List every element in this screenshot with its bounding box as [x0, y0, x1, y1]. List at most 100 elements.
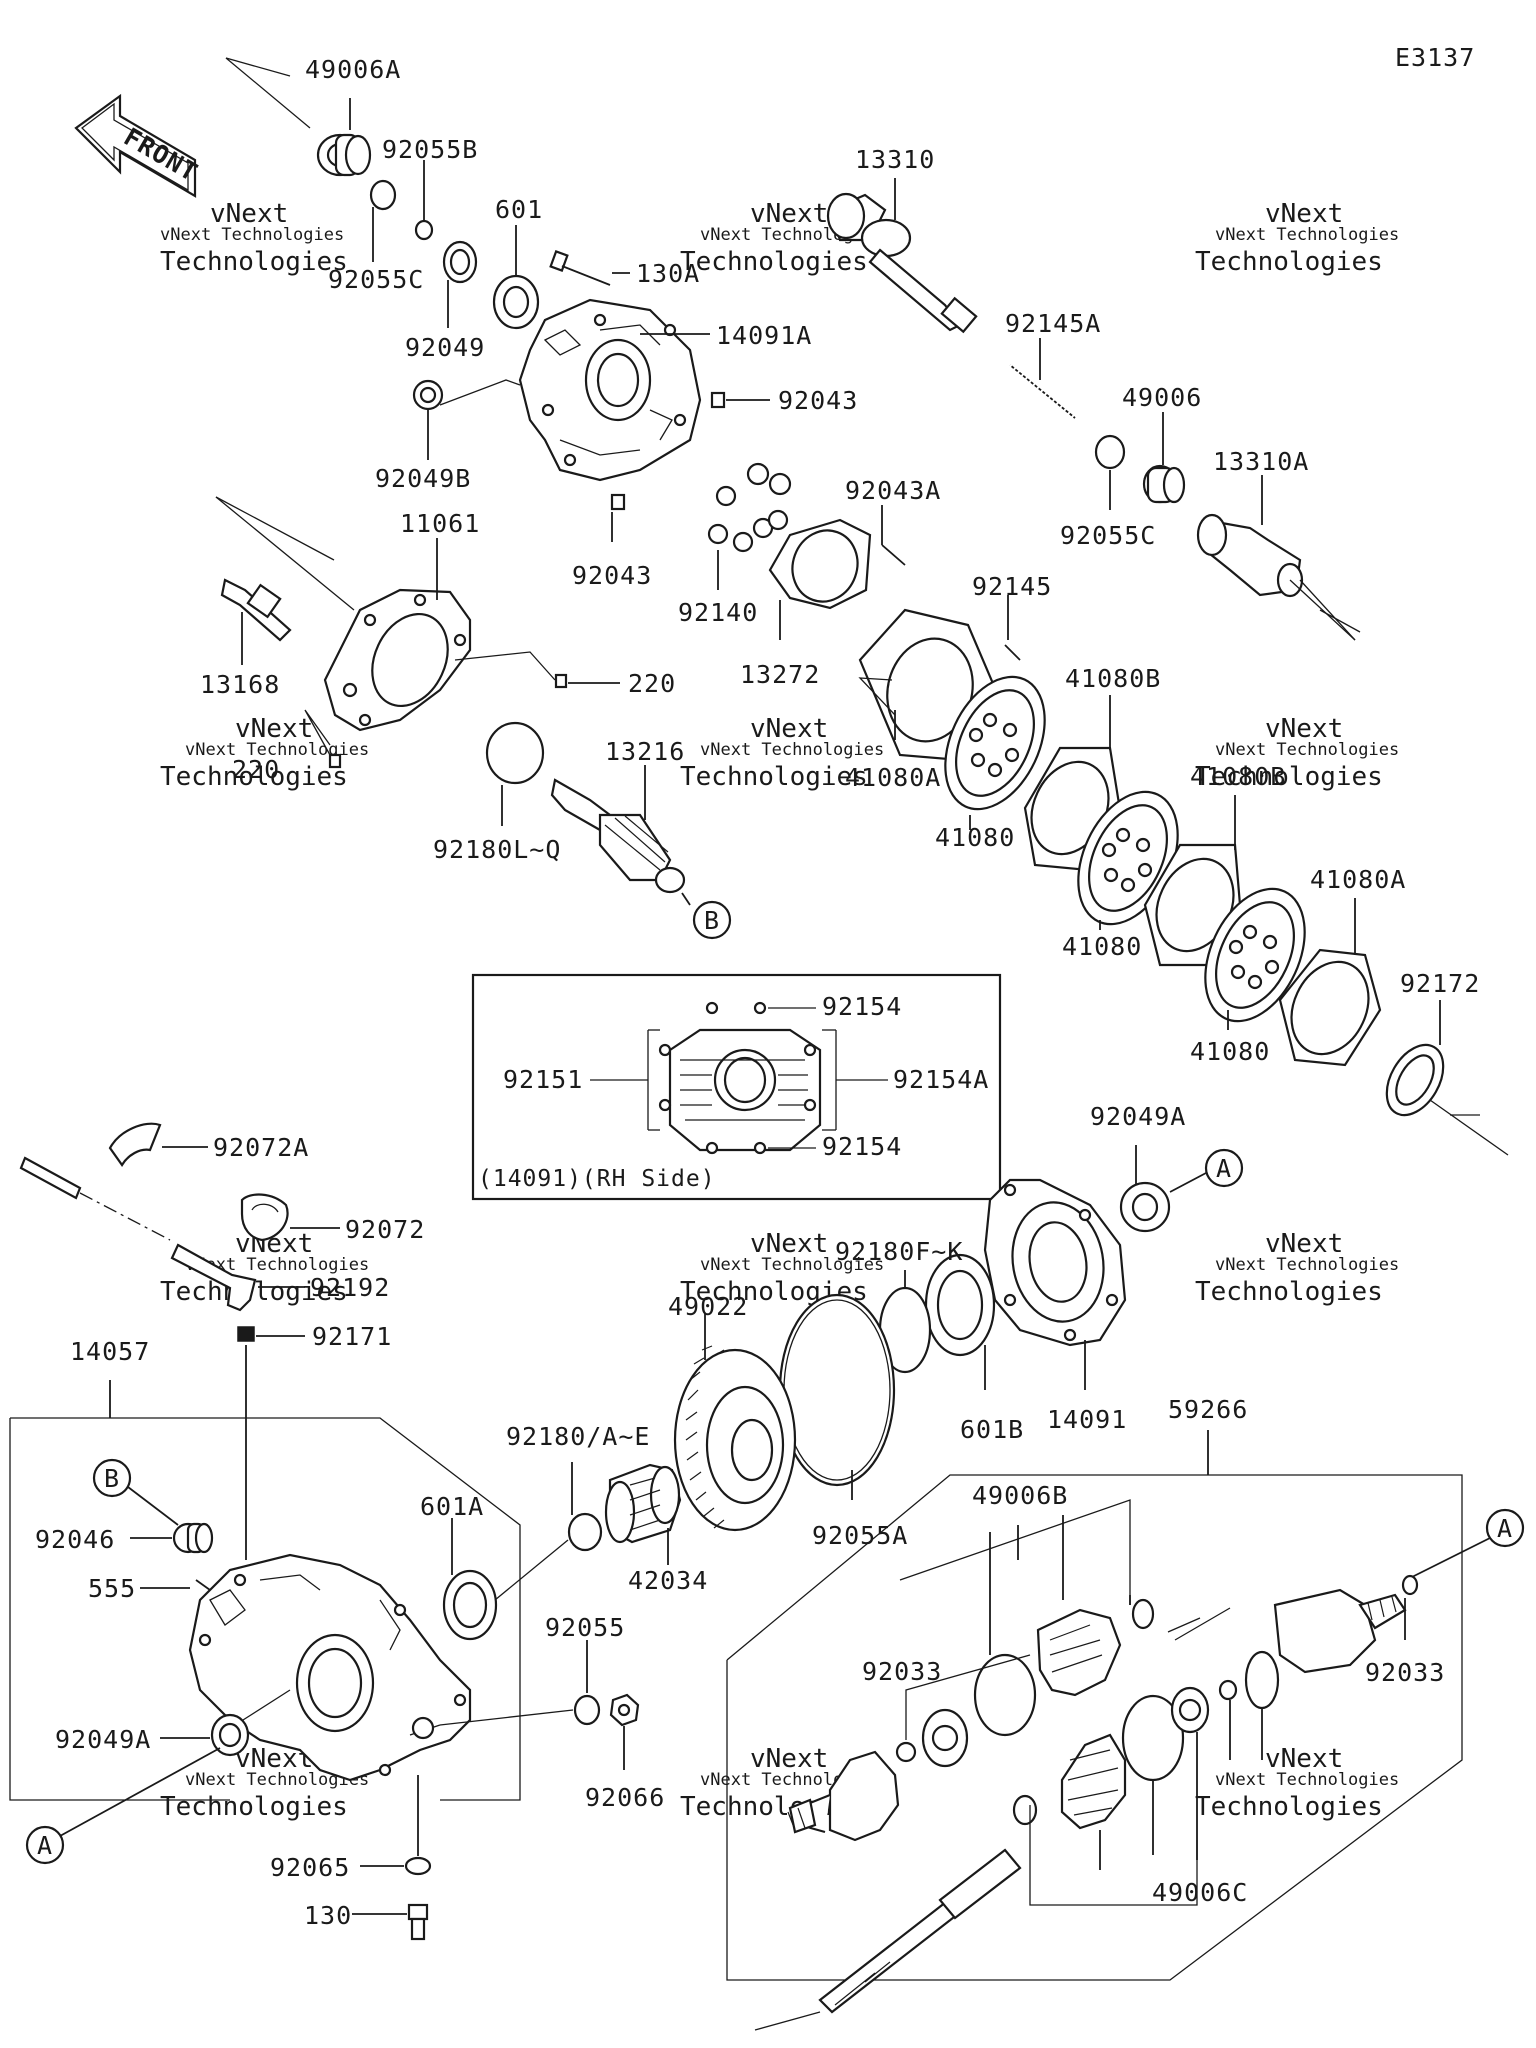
label-220-left: 220 [232, 755, 280, 784]
label-92151: 92151 [503, 1065, 583, 1094]
pin-92043A [881, 544, 906, 566]
label-41080A-right: 41080A [1310, 865, 1406, 894]
watermark-text: vNext Technologies [700, 1255, 884, 1275]
ring-92172 [1385, 1043, 1445, 1117]
label-92055A: 92055A [812, 1521, 908, 1550]
label-92065: 92065 [270, 1853, 350, 1882]
oring-92055B [414, 219, 434, 241]
watermark-text: vNext [210, 199, 288, 229]
assembly-frame-59266 [726, 1474, 1463, 1981]
spring-92145A [1008, 363, 1077, 420]
boot-49006B [1036, 1608, 1122, 1697]
cv-joint-right [1170, 1686, 1210, 1734]
watermark-text: vNext Technologies [1215, 740, 1399, 760]
label-92180L-Q: 92180L~Q [433, 835, 561, 864]
watermark: vNext vNext Technologies Technologies [1195, 199, 1399, 277]
label-92180A-E: 92180/A~E [506, 1422, 650, 1451]
label-555: 555 [88, 1574, 136, 1603]
label-41080-1: 41080 [935, 823, 1015, 852]
label-13310A: 13310A [1213, 447, 1309, 476]
watermark-text: vNext Technologies [1215, 225, 1399, 245]
label-49006B: 49006B [972, 1481, 1068, 1510]
shaft-13310 [826, 192, 978, 334]
band-49006B [973, 1653, 1037, 1737]
watermark-text: vNext [750, 714, 828, 744]
bearing-601 [492, 274, 540, 330]
clip-92033-left [895, 1741, 917, 1763]
seal-small-49006C [1012, 1794, 1038, 1826]
housing-14057 [188, 1553, 472, 1782]
yoke-13310A [1196, 513, 1356, 641]
watermark-text: vNext [1265, 714, 1343, 744]
watermark-text: vNext Technologies [185, 1770, 369, 1790]
label-601B: 601B [960, 1415, 1024, 1444]
label-92049: 92049 [405, 333, 485, 362]
dowel-92043-bottom [610, 493, 626, 511]
label-42034: 42034 [628, 1566, 708, 1595]
watermark: vNext vNext Technologies Technologies [1195, 1744, 1399, 1822]
cover-14091A [518, 298, 702, 482]
clip-49006C [1218, 1679, 1238, 1701]
bearing-601A [442, 1569, 498, 1641]
callout-B-upper: B [692, 900, 732, 940]
outer-joint-left [787, 1750, 900, 1842]
plug-92066 [609, 1693, 640, 1727]
front-arrow-icon: FRONT [74, 93, 203, 198]
drive-shaft [818, 1848, 1022, 2014]
watermark-text: vNext Technologies [700, 740, 884, 760]
watermark: vNext vNext Technologies Technologies [160, 199, 348, 277]
label-92154-top: 92154 [822, 992, 902, 1021]
bearing-601B [924, 1253, 996, 1357]
seal-49006A [316, 133, 372, 177]
oring-92055C-right [1094, 434, 1126, 470]
label-92154-bottom: 92154 [822, 1132, 902, 1161]
spring-92145 [1004, 644, 1021, 661]
callout-B-text: B [104, 1464, 120, 1493]
shim-92180A-E [567, 1512, 603, 1552]
label-92171: 92171 [312, 1322, 392, 1351]
label-92055: 92055 [545, 1613, 625, 1642]
label-220-right: 220 [628, 669, 676, 698]
ring-gear-49022 [673, 1345, 797, 1532]
callout-A-text: A [1497, 1514, 1513, 1543]
label-13216: 13216 [605, 737, 685, 766]
fitting-220-left [328, 753, 342, 769]
shim-92180L-Q [485, 721, 545, 785]
label-92072A: 92072A [213, 1133, 309, 1162]
label-59266: 59266 [1168, 1395, 1248, 1424]
pinion-13216 [550, 778, 686, 894]
spacer-42034 [604, 1463, 682, 1544]
shaft-13168 [220, 578, 292, 642]
watermark-text: vNext Technologies [185, 740, 369, 760]
label-92154A: 92154A [893, 1065, 989, 1094]
label-14091A: 14091A [716, 321, 812, 350]
label-13272: 13272 [740, 660, 820, 689]
callout-A-right: A [1485, 1508, 1525, 1548]
watermark-text: vNext [1265, 1744, 1343, 1774]
label-49006: 49006 [1122, 383, 1202, 412]
seal-92049A-bottom [210, 1713, 250, 1757]
housing-frame-14057 [9, 1417, 521, 1801]
watermark: vNext vNext Technologies Technologies [160, 714, 369, 792]
friction-plate-41080-1 [944, 675, 1046, 811]
bolt-130A [549, 250, 611, 286]
inset-box [471, 973, 1002, 1201]
callout-A-text: A [1216, 1154, 1232, 1183]
callout-B-text: B [704, 906, 720, 935]
label-14057: 14057 [70, 1337, 150, 1366]
watermark-text: vNext [1265, 199, 1343, 229]
watermark-text: Technologies [1195, 1277, 1383, 1307]
watermark: vNext vNext Technologies Technologies [680, 199, 884, 277]
callout-A-upper: A [1204, 1148, 1244, 1188]
seal-92049 [442, 240, 478, 284]
label-41080-3: 41080 [1190, 1037, 1270, 1066]
label-92043-bottom: 92043 [572, 561, 652, 590]
label-92046: 92046 [35, 1525, 115, 1554]
watermark-text: Technologies [1195, 762, 1383, 792]
watermark-text: vNext Technologies [185, 1255, 369, 1275]
watermark-text: vNext [235, 714, 313, 744]
fitting-220 [554, 673, 568, 689]
callout-B-lower: B [92, 1458, 132, 1498]
plate-41080A-right [1278, 948, 1382, 1067]
watermark-text: Technologies [160, 762, 348, 792]
